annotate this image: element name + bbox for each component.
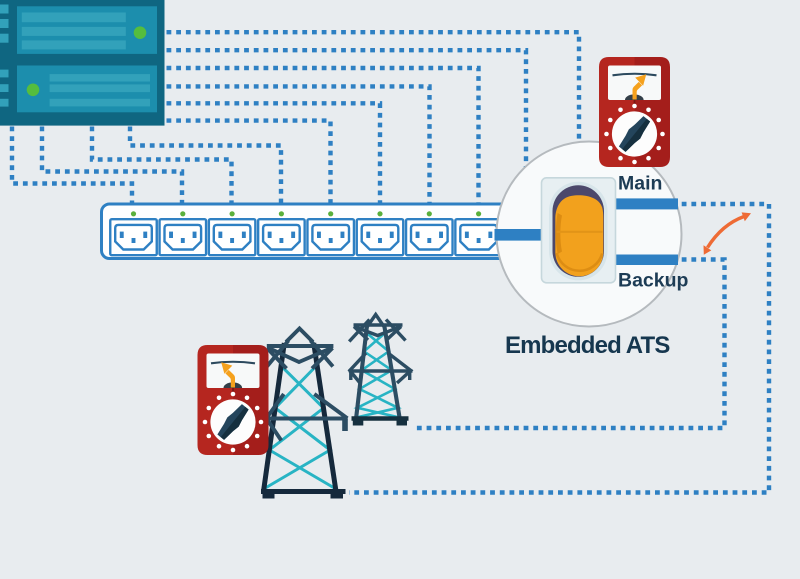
svg-text:Main: Main bbox=[618, 173, 662, 195]
svg-text:Embedded ATS: Embedded ATS bbox=[505, 332, 670, 359]
svg-text:Backup: Backup bbox=[618, 270, 689, 292]
